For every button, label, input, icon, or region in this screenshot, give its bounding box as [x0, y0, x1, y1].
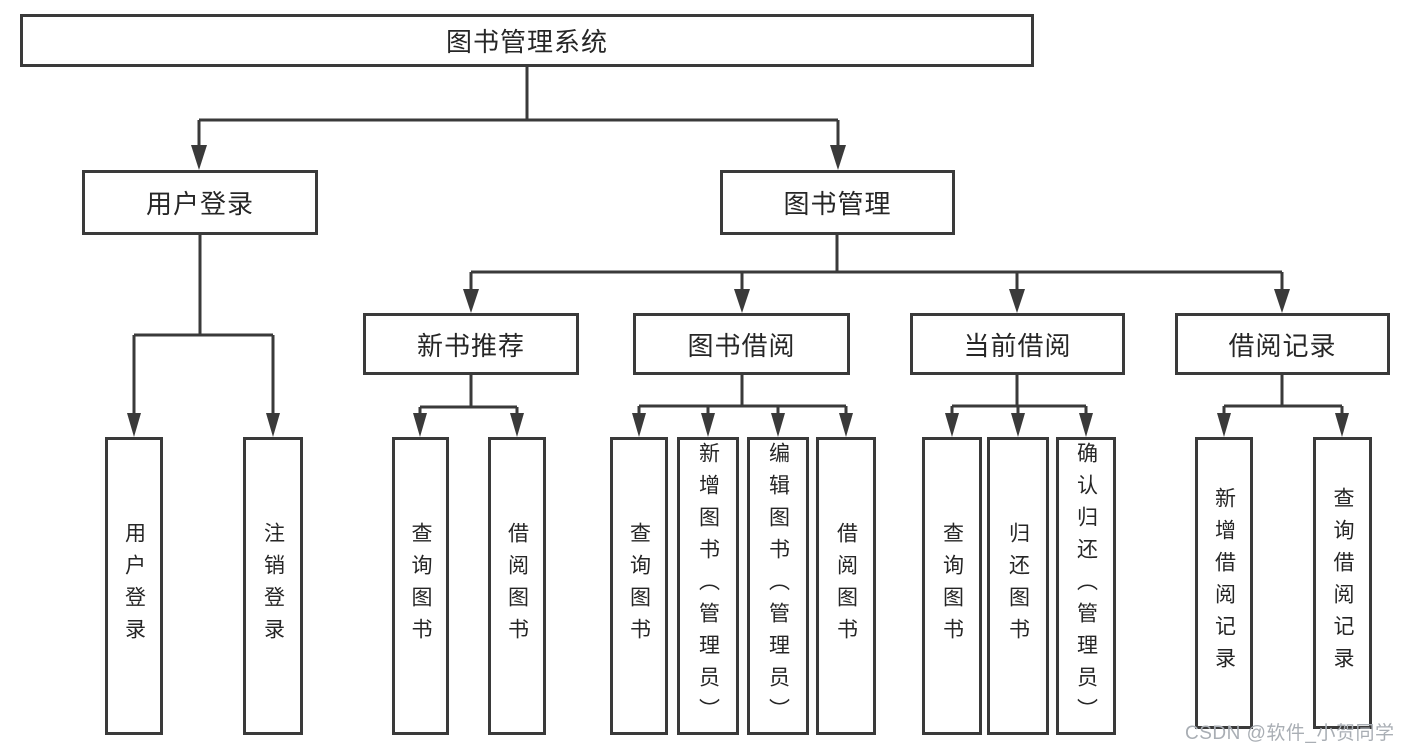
leaf-br-query-record: 查询借阅记录 — [1313, 437, 1372, 729]
arrowheads — [127, 145, 1349, 437]
leaf-logout-login: 注销登录 — [243, 437, 303, 735]
node-new-book-recommend: 新书推荐 — [363, 313, 579, 375]
leaf-logout-login-label: 注销登录 — [261, 522, 285, 650]
leaf-bb-edit-books-admin: 编辑图书（管理员） — [747, 437, 809, 735]
leaf-nb-query-books: 查询图书 — [392, 437, 449, 735]
node-book-borrow: 图书借阅 — [633, 313, 850, 375]
leaf-cb-query-books: 查询图书 — [922, 437, 982, 735]
node-current-borrow: 当前借阅 — [910, 313, 1125, 375]
node-new-book-recommend-label: 新书推荐 — [416, 330, 525, 361]
leaf-cb-return-books: 归还图书 — [987, 437, 1049, 735]
leaf-br-add-record-label: 新增借阅记录 — [1212, 487, 1236, 679]
leaf-cb-return-books-label: 归还图书 — [1006, 522, 1030, 650]
node-user-login-label: 用户登录 — [145, 189, 254, 219]
leaf-cb-confirm-return-admin-label: 确认归还（管理员） — [1074, 442, 1098, 730]
leaf-bb-add-books-admin: 新增图书（管理员） — [677, 437, 739, 735]
leaf-bb-add-books-admin-label: 新增图书（管理员） — [696, 442, 720, 730]
node-book-management-label: 图书管理 — [783, 189, 892, 219]
leaf-br-add-record: 新增借阅记录 — [1195, 437, 1253, 729]
leaf-user-login-label: 用户登录 — [122, 522, 146, 650]
leaf-bb-edit-books-admin-label: 编辑图书（管理员） — [766, 442, 790, 730]
leaf-br-query-record-label: 查询借阅记录 — [1331, 487, 1354, 679]
leaf-bb-borrow-books: 借阅图书 — [816, 437, 876, 735]
leaf-user-login: 用户登录 — [105, 437, 163, 735]
leaf-cb-query-books-label: 查询图书 — [940, 522, 964, 650]
leaf-bb-borrow-books-label: 借阅图书 — [834, 522, 858, 650]
node-root-system: 图书管理系统 — [20, 14, 1034, 67]
leaf-bb-query-books: 查询图书 — [610, 437, 668, 735]
leaf-nb-query-books-label: 查询图书 — [409, 522, 432, 650]
node-borrow-records: 借阅记录 — [1175, 313, 1390, 375]
node-borrow-records-label: 借阅记录 — [1228, 330, 1337, 361]
node-book-management: 图书管理 — [720, 170, 955, 235]
leaf-bb-query-books-label: 查询图书 — [627, 522, 651, 650]
node-book-borrow-label: 图书借阅 — [687, 330, 796, 361]
node-user-login: 用户登录 — [82, 170, 318, 235]
node-root-label: 图书管理系统 — [445, 27, 608, 57]
leaf-nb-borrow-books: 借阅图书 — [488, 437, 546, 735]
watermark-text: CSDN @软件_小贺同学 — [1185, 723, 1395, 744]
leaf-nb-borrow-books-label: 借阅图书 — [505, 522, 529, 650]
leaf-cb-confirm-return-admin: 确认归还（管理员） — [1056, 437, 1116, 735]
node-current-borrow-label: 当前借阅 — [963, 330, 1072, 361]
